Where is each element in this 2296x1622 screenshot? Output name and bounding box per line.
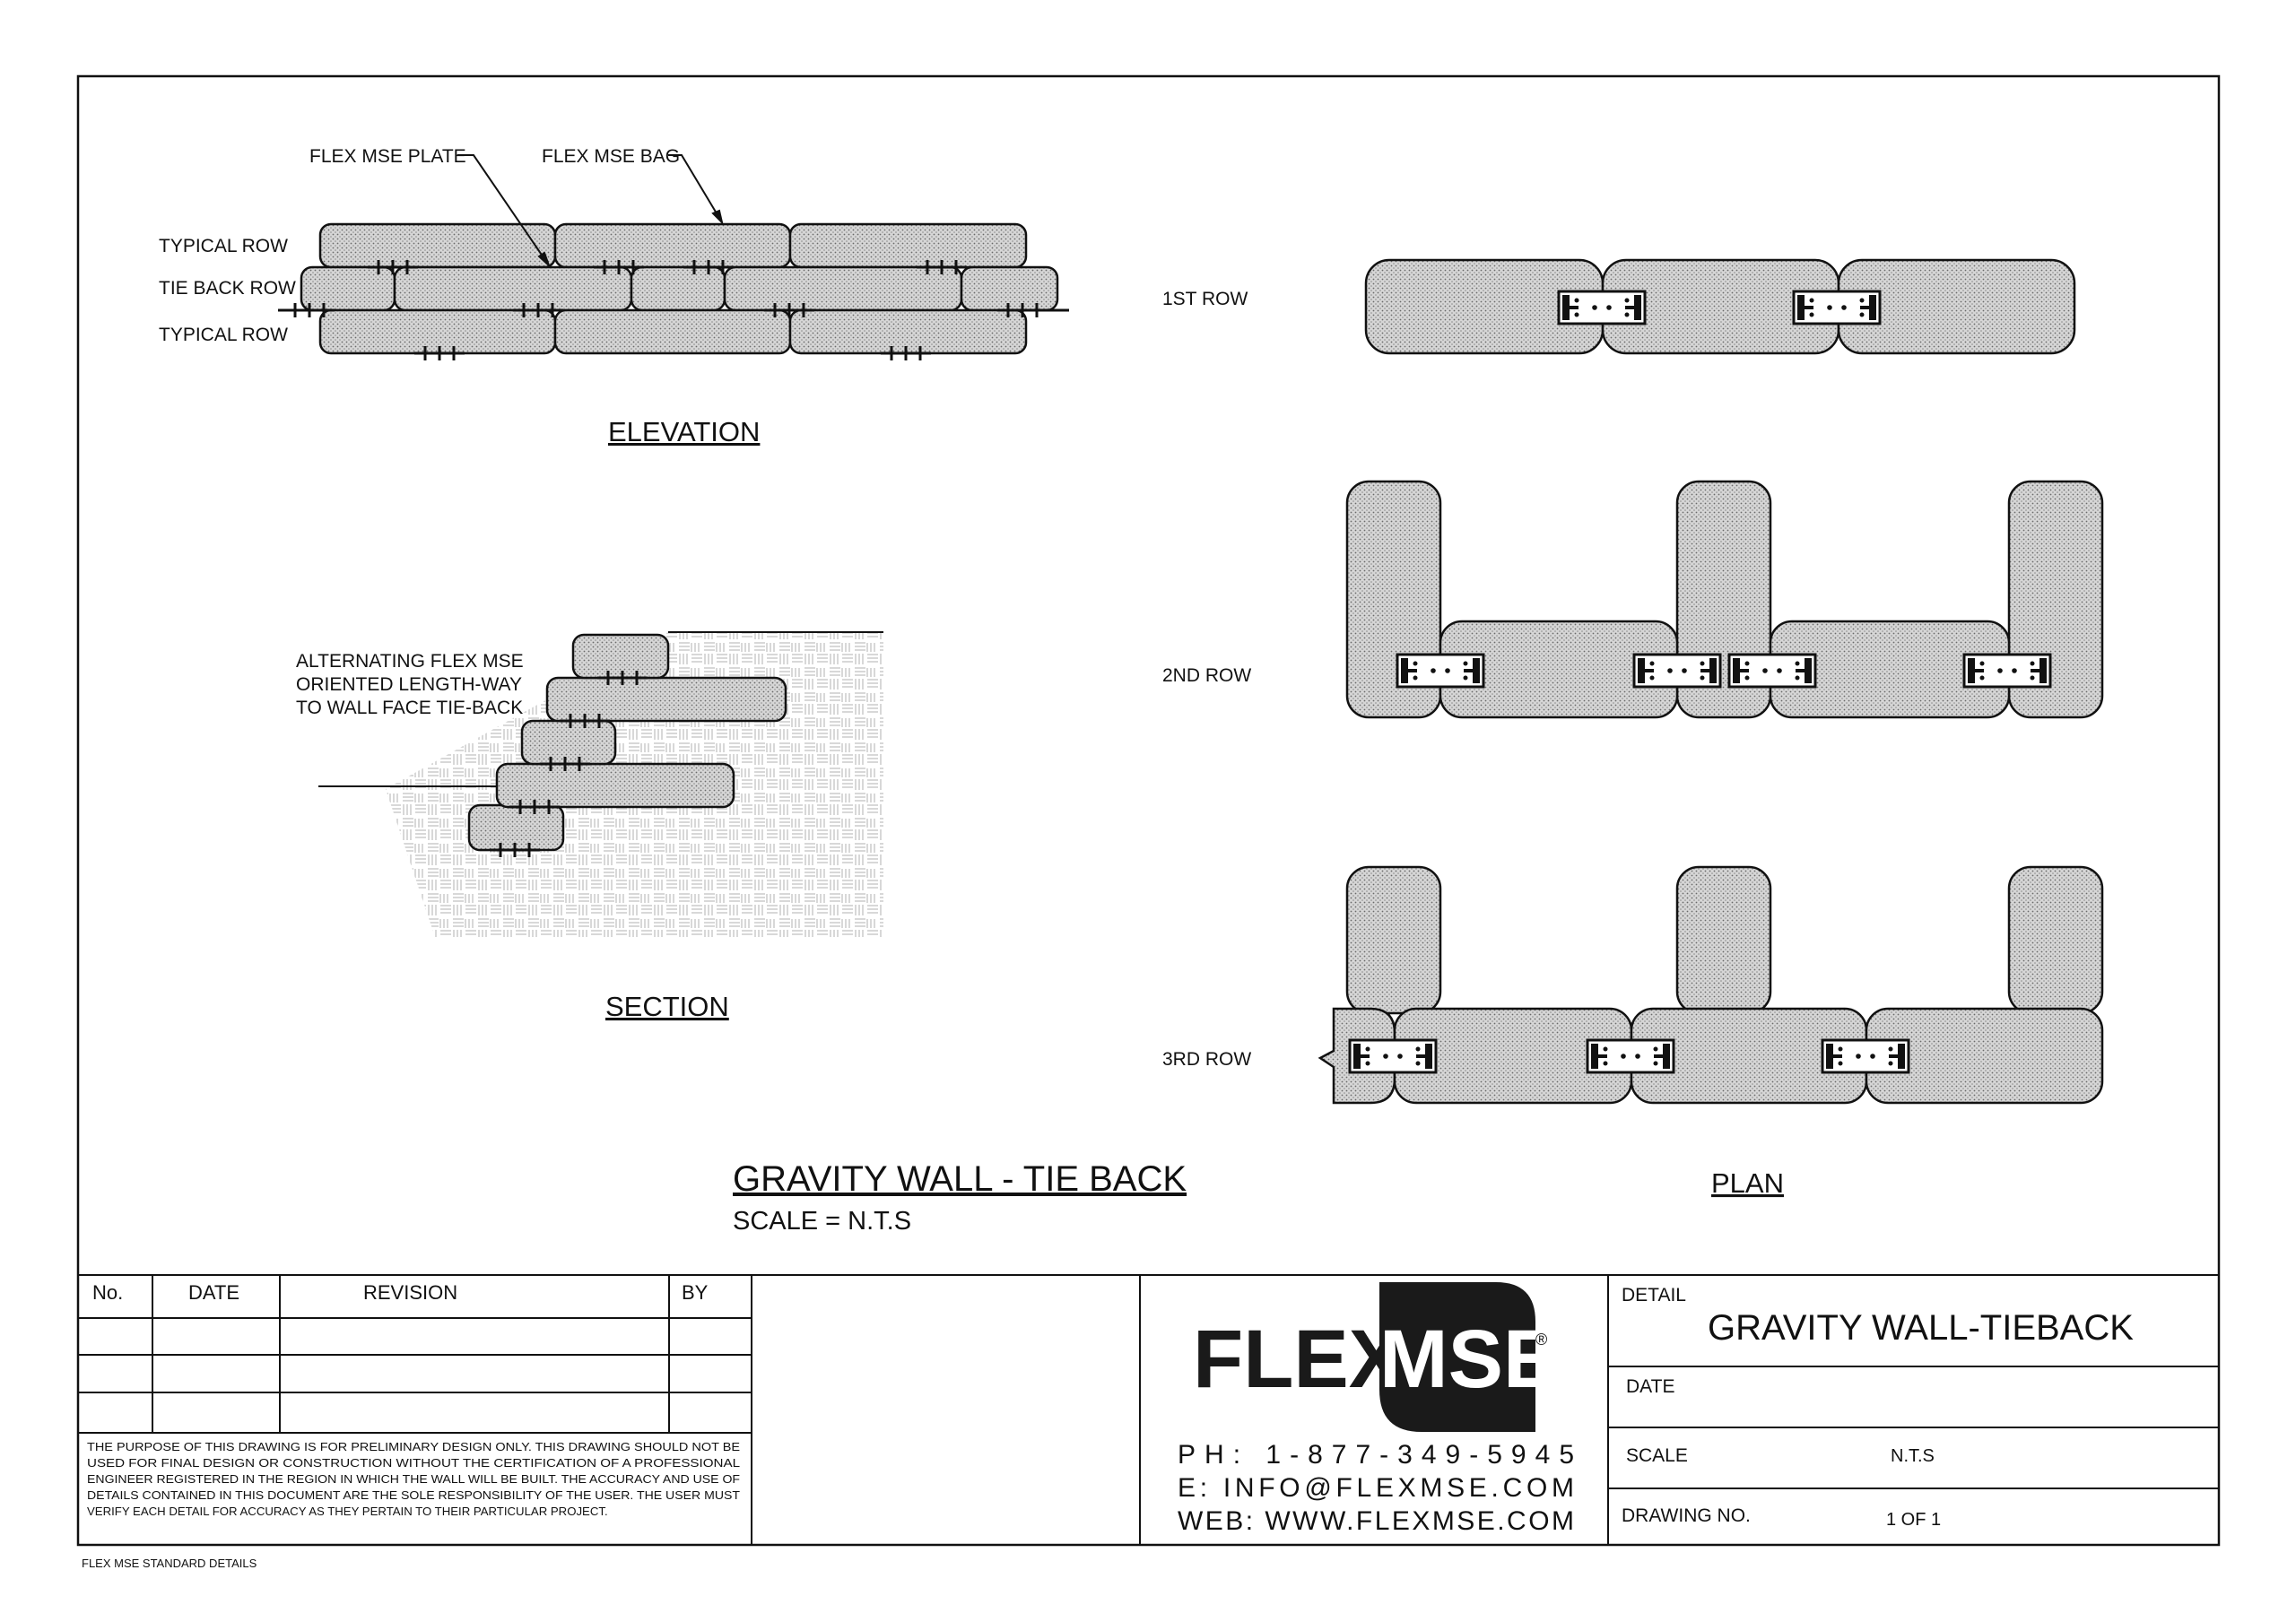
detail-label: DETAIL [1622,1285,1686,1305]
section-note-line-2: ORIENTED LENGTH-WAY [296,674,522,695]
logo-registered-mark: ® [1535,1331,1547,1349]
plan-row-label-2nd: 2ND ROW [1162,665,1251,686]
plan-row-label-1st: 1ST ROW [1162,289,1248,309]
drawing-title: GRAVITY WALL - TIE BACK [733,1159,1187,1199]
elevation-plates [278,258,1069,362]
logo-text-mse: MSE [1379,1314,1558,1405]
elevation-row-label-typical-bottom: TYPICAL ROW [159,325,288,345]
elevation-title: ELEVATION [608,416,760,447]
elevation-row-label-tieback: TIE BACK ROW [159,278,296,299]
section-note-line-3: TO WALL FACE TIE-BACK [296,698,523,718]
plan-row-label-3rd: 3RD ROW [1162,1049,1251,1070]
plan-row-1-plate [1557,290,1647,325]
date-label: DATE [1626,1376,1674,1397]
plan-row-2-plate [1962,653,2052,689]
plan-row-1 [1364,258,2076,355]
rev-header-no: No. [92,1281,123,1304]
plan-row-3-plate [1821,1038,1910,1074]
disclaimer-line-1: THE PURPOSE OF THIS DRAWING IS FOR PRELI… [87,1440,740,1453]
plan-row-2-plate [1396,653,1485,689]
company-phone: PH: 1-877-349-5945 [1178,1440,1579,1470]
rev-header-by: BY [682,1281,709,1304]
plan-title: PLAN [1711,1167,1784,1199]
elevation-view [300,222,1059,355]
title-block [78,1274,2219,1545]
disclaimer-line-5: VERIFY EACH DETAIL FOR ACCURACY AS THEY … [87,1505,608,1518]
plan-row-2-plate [1632,653,1722,689]
detail-value: GRAVITY WALL-TIEBACK [1708,1308,2134,1348]
sheet-border [76,74,2221,1547]
scale-label: SCALE [1626,1445,1688,1466]
disclaimer-line-4: DETAILS CONTAINED IN THIS DOCUMENT ARE T… [87,1488,740,1502]
rev-header-revision: REVISION [363,1281,457,1304]
elevation-callouts [457,154,724,266]
company-web: WEB: WWW.FLEXMSE.COM [1178,1506,1579,1536]
scale-value: N.T.S [1891,1446,1935,1466]
flexmse-logo: FLEX MSE ® [1193,1282,1558,1432]
footer-note: FLEX MSE STANDARD DETAILS [82,1557,257,1570]
company-email: E: INFO@FLEXMSE.COM [1178,1473,1579,1503]
section-title: SECTION [605,991,729,1022]
elevation-row-label-typical-top: TYPICAL ROW [159,236,288,256]
plan-row-2-plate [1727,653,1817,689]
rev-header-date: DATE [188,1281,239,1304]
plan-row-1-plate [1792,290,1882,325]
drawing-no-value: 1 OF 1 [1886,1510,1941,1530]
drawing-no-label: DRAWING NO. [1622,1505,1751,1526]
bag-callout: FLEX MSE BAG [542,146,680,167]
plate-callout: FLEX MSE PLATE [309,146,466,167]
disclaimer-line-3: ENGINEER REGISTERED IN THE REGION IN WHI… [87,1472,740,1486]
section-note-line-1: ALTERNATING FLEX MSE [296,651,524,672]
logo-text-flex: FLEX [1193,1314,1404,1405]
plan-row-3-plate [1348,1038,1438,1074]
plan-row-3 [1318,865,2104,1105]
section-view [318,631,883,937]
plan-row-3-plate [1586,1038,1675,1074]
drawing-scale: SCALE = N.T.S [733,1207,911,1236]
disclaimer-line-2: USED FOR FINAL DESIGN OR CONSTRUCTION WI… [87,1456,740,1470]
